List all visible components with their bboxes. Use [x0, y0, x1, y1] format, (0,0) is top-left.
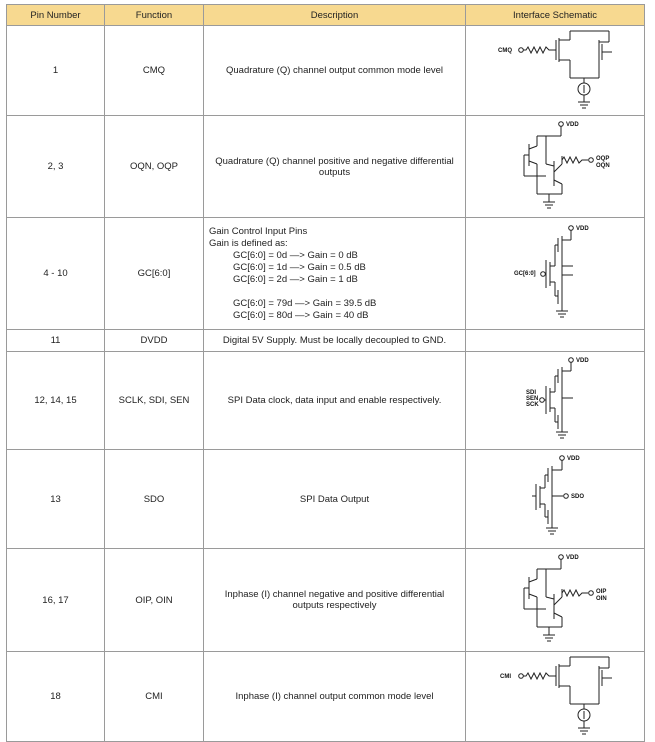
header-function: Function [104, 4, 204, 26]
table-row: 13 SDO SPI Data Output VDD [6, 449, 645, 549]
schematic-label-sdo: SDO [571, 494, 584, 500]
table-row: 18 CMI Inphase (I) channel output common… [6, 651, 645, 742]
schematic-label-vdd: VDD [567, 456, 580, 462]
pin-description: Inphase (I) channel negative and positiv… [203, 548, 466, 652]
schematic-label-oqn: OQN [596, 163, 610, 169]
pin-description: Quadrature (Q) channel output common mod… [203, 25, 466, 116]
interface-schematic: CMI [465, 651, 645, 742]
pin-description: Quadrature (Q) channel positive and nega… [203, 115, 466, 218]
pin-function: CMI [104, 651, 204, 742]
pin-description: Gain Control Input Pins Gain is defined … [203, 217, 466, 330]
pin-description-table: Pin Number Function Description Interfac… [6, 4, 645, 742]
description-line: GC[6:0] = 80d —> Gain = 40 dB [233, 309, 369, 321]
schematic-label-sck: SCK [526, 402, 539, 408]
header-description: Description [203, 4, 466, 26]
cm-output-schematic: CMI [500, 656, 612, 735]
interface-schematic: CMQ [465, 25, 645, 116]
schematic-label-vdd: VDD [576, 226, 589, 232]
pin-number: 1 [6, 25, 105, 116]
interface-schematic: VDD [465, 449, 645, 549]
schematic-label-sen: SEN [526, 396, 538, 402]
pin-description: Digital 5V Supply. Must be locally decou… [203, 329, 466, 352]
pin-description: SPI Data Output [203, 449, 466, 549]
header-interface-schematic: Interface Schematic [465, 4, 645, 26]
schematic-label-sdi: SDI [526, 390, 536, 396]
table-row: 12, 14, 15 SCLK, SDI, SEN SPI Data clock… [6, 351, 645, 450]
schematic-label-vdd: VDD [566, 122, 579, 128]
interface-schematic-empty [465, 329, 645, 352]
description-line: GC[6:0] = 0d —> Gain = 0 dB [233, 249, 358, 261]
table-row: 11 DVDD Digital 5V Supply. Must be local… [6, 329, 645, 352]
pin-number: 2, 3 [6, 115, 105, 218]
table-header-row: Pin Number Function Description Interfac… [6, 4, 645, 26]
table-row: 16, 17 OIP, OIN Inphase (I) channel nega… [6, 548, 645, 652]
interface-schematic: VDD [465, 217, 645, 330]
schematic-label-gc: GC[6:0] [514, 271, 536, 277]
pin-function: SDO [104, 449, 204, 549]
interface-schematic: VDD [465, 548, 645, 652]
pin-function: OIP, OIN [104, 548, 204, 652]
pin-number: 13 [6, 449, 105, 549]
pin-number: 4 - 10 [6, 217, 105, 330]
diff-output-schematic: VDD [523, 554, 607, 642]
pin-function: CMQ [104, 25, 204, 116]
table-row: 4 - 10 GC[6:0] Gain Control Input Pins G… [6, 217, 645, 330]
schematic-label-oip: OIP [596, 589, 606, 595]
pin-number: 11 [6, 329, 105, 352]
pin-function: SCLK, SDI, SEN [104, 351, 204, 450]
pin-function: DVDD [104, 329, 204, 352]
schematic-label-oin: OIN [596, 596, 607, 602]
pin-function: GC[6:0] [104, 217, 204, 330]
description-line: GC[6:0] = 79d —> Gain = 39.5 dB [233, 297, 377, 309]
pin-number: 16, 17 [6, 548, 105, 652]
cmos-input-schematic: VDD [526, 357, 589, 439]
table-row: 1 CMQ Quadrature (Q) channel output comm… [6, 25, 645, 116]
cmos-input-schematic: VDD [514, 225, 589, 318]
pin-number: 12, 14, 15 [6, 351, 105, 450]
pin-function: OQN, OQP [104, 115, 204, 218]
schematic-label-cmi: CMI [500, 674, 511, 680]
schematic-label-cmq: CMQ [498, 48, 512, 54]
cm-output-schematic: CMQ [498, 30, 612, 109]
pin-description: SPI Data clock, data input and enable re… [203, 351, 466, 450]
pin-description: Inphase (I) channel output common mode l… [203, 651, 466, 742]
pin-number: 18 [6, 651, 105, 742]
interface-schematic: VDD [465, 351, 645, 450]
schematic-label-oqp: OQP [596, 156, 609, 162]
table-row: 2, 3 OQN, OQP Quadrature (Q) channel pos… [6, 115, 645, 218]
schematic-label-vdd: VDD [576, 358, 589, 364]
description-line: GC[6:0] = 1d —> Gain = 0.5 dB [233, 261, 366, 273]
interface-schematic: VDD [465, 115, 645, 218]
description-line: Gain Control Input Pins [209, 225, 308, 237]
description-line: GC[6:0] = 2d —> Gain = 1 dB [233, 273, 358, 285]
schematic-label-vdd: VDD [566, 555, 579, 561]
description-line: Gain is defined as: [209, 237, 288, 249]
header-pin-number: Pin Number [6, 4, 105, 26]
diff-output-schematic: VDD [523, 121, 610, 209]
cmos-output-schematic: VDD [532, 455, 584, 535]
